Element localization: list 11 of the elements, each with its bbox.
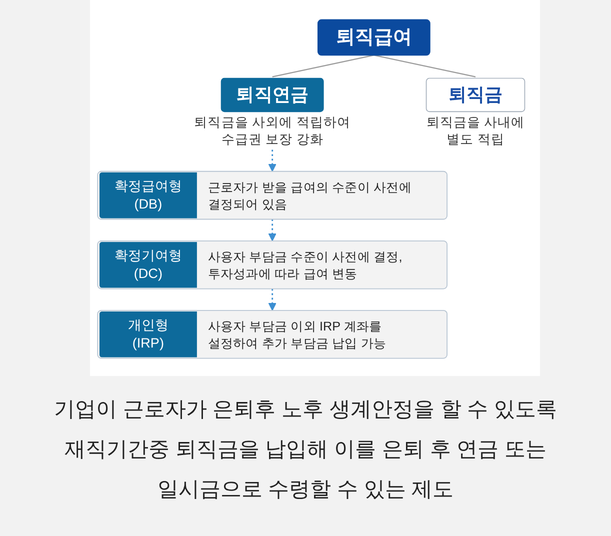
arrow	[268, 150, 276, 172]
connector	[374, 54, 476, 78]
node-label: 퇴직금을 사내에 별도 적립	[426, 116, 525, 148]
node-box: 퇴직급여	[317, 19, 430, 56]
node-box: 퇴직연금	[220, 78, 324, 112]
connector	[272, 54, 374, 78]
node-label: 퇴직금을 사외에 적립하여 수급권 보장 강화	[194, 116, 350, 148]
arrow	[268, 288, 276, 311]
node-box: 퇴직금	[426, 78, 526, 112]
caption: 기업이 근로자가 은퇴후 노후 생계안정을 할 수 있도록 재직기간중 퇴직금을 납입해 이를 은퇴 후 연금 또는 일시금으로 수령할 수 있는 제도	[53, 397, 558, 503]
arrow	[268, 219, 276, 242]
